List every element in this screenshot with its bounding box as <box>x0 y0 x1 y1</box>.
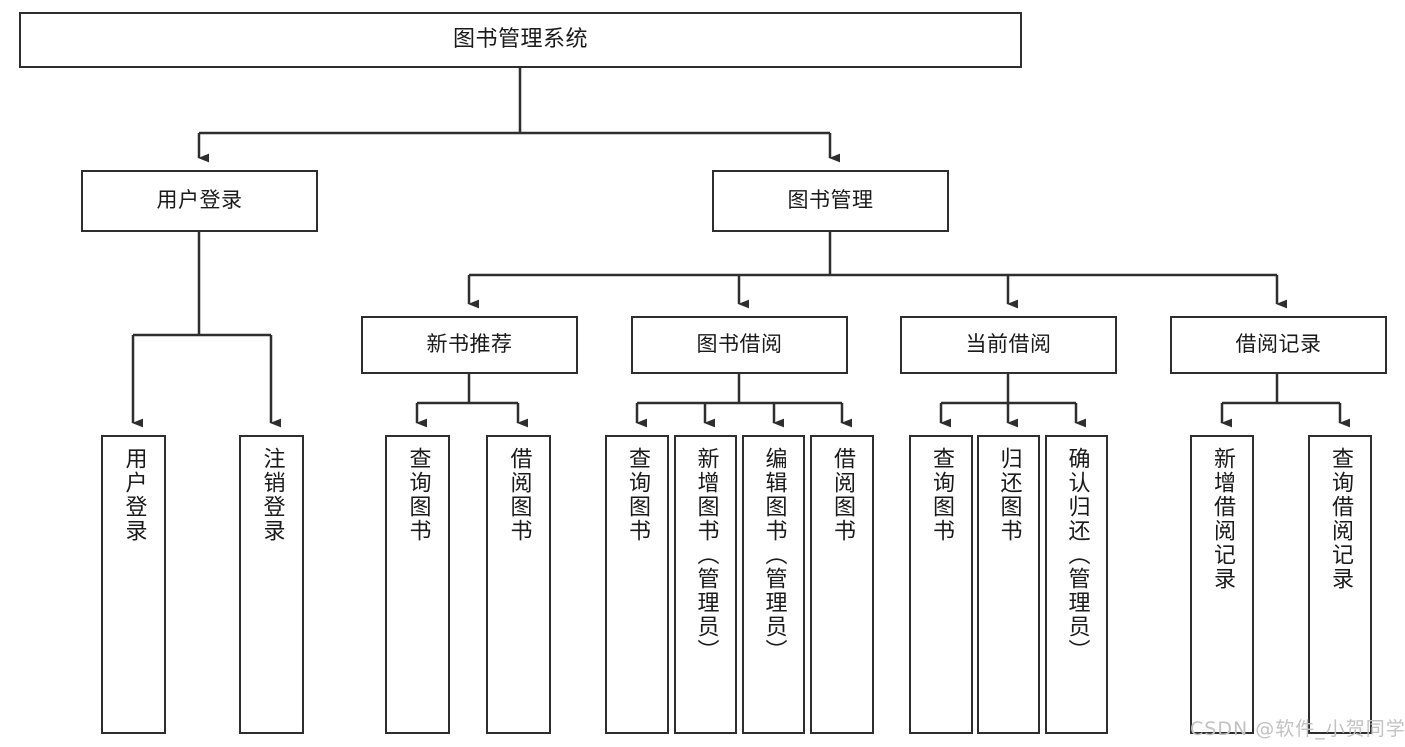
node-label: 新增图书（管理员） <box>693 447 719 663</box>
node-label: 查询借阅记录 <box>1327 447 1353 591</box>
node-label: 用户登录 <box>156 188 243 213</box>
node-book-borrow[interactable]: 图书借阅 <box>631 316 848 374</box>
node-label: 查询图书 <box>624 447 650 543</box>
node-leaf-borrow-book-1[interactable]: 借阅图书 <box>486 435 551 734</box>
node-label: 图书借阅 <box>696 332 783 357</box>
node-leaf-borrow-book-2[interactable]: 借阅图书 <box>810 435 874 734</box>
node-label: 当前借阅 <box>965 332 1052 357</box>
node-label: 归还图书 <box>996 447 1022 543</box>
node-leaf-add-record[interactable]: 新增借阅记录 <box>1190 435 1254 734</box>
node-label: 借阅图书 <box>506 447 532 543</box>
node-label: 注销登录 <box>259 447 285 543</box>
node-leaf-add-book[interactable]: 新增图书（管理员） <box>674 435 737 734</box>
node-label: 借阅图书 <box>829 447 855 543</box>
node-label: 查询图书 <box>928 447 954 543</box>
node-leaf-query-record[interactable]: 查询借阅记录 <box>1308 435 1372 734</box>
node-leaf-user-login[interactable]: 用户登录 <box>101 435 166 734</box>
node-label: 新增借阅记录 <box>1209 447 1235 591</box>
node-borrow-record[interactable]: 借阅记录 <box>1170 316 1387 374</box>
node-label: 借阅记录 <box>1235 332 1322 357</box>
csdn-watermark: CSDN @软件_小贺同学 <box>1190 718 1405 740</box>
node-label: 新书推荐 <box>426 332 513 357</box>
node-current-borrow[interactable]: 当前借阅 <box>900 316 1117 374</box>
node-leaf-query-book-1[interactable]: 查询图书 <box>385 435 450 734</box>
node-book-management[interactable]: 图书管理 <box>712 170 949 232</box>
node-leaf-query-book-3[interactable]: 查询图书 <box>909 435 973 734</box>
node-user-login[interactable]: 用户登录 <box>81 170 318 232</box>
node-label: 查询图书 <box>405 447 431 543</box>
node-leaf-confirm-return[interactable]: 确认归还（管理员） <box>1045 435 1108 734</box>
node-label: 编辑图书（管理员） <box>761 447 787 663</box>
node-leaf-user-logout[interactable]: 注销登录 <box>239 435 304 734</box>
node-leaf-query-book-2[interactable]: 查询图书 <box>605 435 669 734</box>
node-label: 用户登录 <box>121 447 147 543</box>
node-new-book-recommend[interactable]: 新书推荐 <box>361 316 578 374</box>
node-leaf-return-book[interactable]: 归还图书 <box>977 435 1040 734</box>
node-label: 图书管理 <box>787 188 874 213</box>
node-label: 图书管理系统 <box>452 26 588 52</box>
node-root-book-management-system[interactable]: 图书管理系统 <box>19 12 1022 68</box>
node-label: 确认归还（管理员） <box>1064 447 1090 663</box>
node-leaf-edit-book[interactable]: 编辑图书（管理员） <box>742 435 805 734</box>
